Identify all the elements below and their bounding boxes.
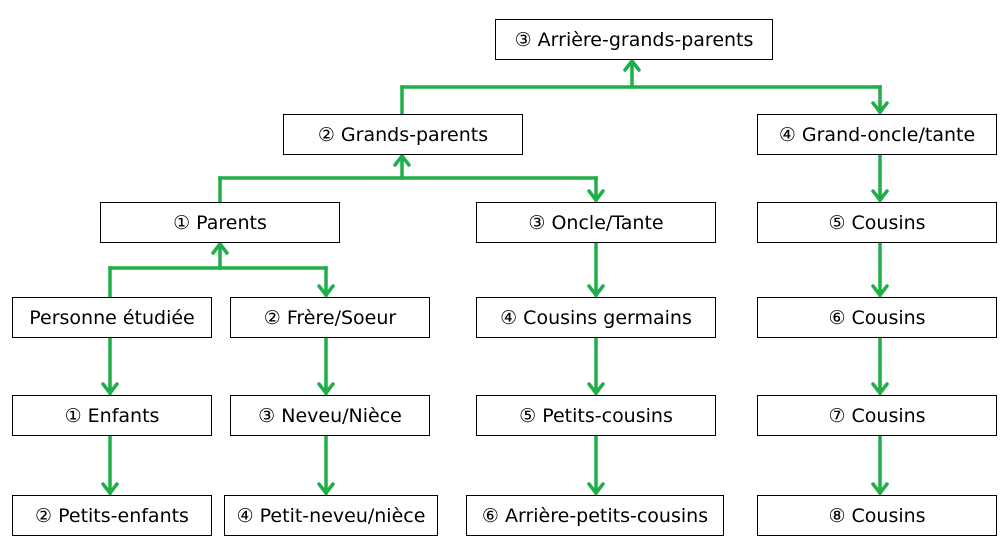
subject-line-arrowhead-1 [101,482,119,495]
great-uncle-line-arrowhead-3 [871,482,889,495]
great-uncle-line-arrowhead-0 [871,189,889,202]
node-grandchildren: ② Petits-enfants [12,495,212,536]
node-third-cousins: ⑥ Arrière-petits-cousins [466,495,724,536]
arrowhead-to-parents [211,242,229,255]
node-cousins-7: ⑦ Cousins [757,395,997,436]
node-grandparents: ② Grands-parents [283,114,523,155]
arrowhead-to-uncle-aunt [587,189,605,202]
node-nephew-niece: ③ Neveu/Nièce [230,395,430,436]
arrowhead-to-grandparents [393,154,411,167]
node-first-cousins: ④ Cousins germains [476,297,716,338]
uncle-line-arrowhead-0 [587,284,605,297]
node-cousins-5: ⑤ Cousins [757,202,997,243]
node-great-uncle-aunt: ④ Grand-oncle/tante [757,114,997,155]
node-sibling: ② Frère/Soeur [230,297,430,338]
arrowhead-to-sibling [317,284,335,297]
node-children: ① Enfants [12,395,212,436]
arrowhead-to-great-grandparents [623,59,641,72]
node-cousins-8: ⑧ Cousins [757,495,997,536]
node-uncle-aunt: ③ Oncle/Tante [476,202,716,243]
node-subject-person: Personne étudiée [12,297,212,338]
node-second-cousins: ⑤ Petits-cousins [476,395,716,436]
subject-line-arrowhead-0 [101,382,119,395]
uncle-line-arrowhead-2 [587,482,605,495]
great-uncle-line-arrowhead-1 [871,284,889,297]
node-great-grandparents: ③ Arrière-grands-parents [495,19,773,60]
great-uncle-line-arrowhead-2 [871,382,889,395]
arrowhead-to-great-uncle-aunt [871,101,889,114]
sibling-line-arrowhead-0 [317,382,335,395]
uncle-line-arrowhead-1 [587,382,605,395]
sibling-line-arrowhead-1 [317,482,335,495]
node-cousins-6: ⑥ Cousins [757,297,997,338]
node-grandnephew-niece: ④ Petit-neveu/nièce [224,495,438,536]
node-parents: ① Parents [100,202,340,243]
